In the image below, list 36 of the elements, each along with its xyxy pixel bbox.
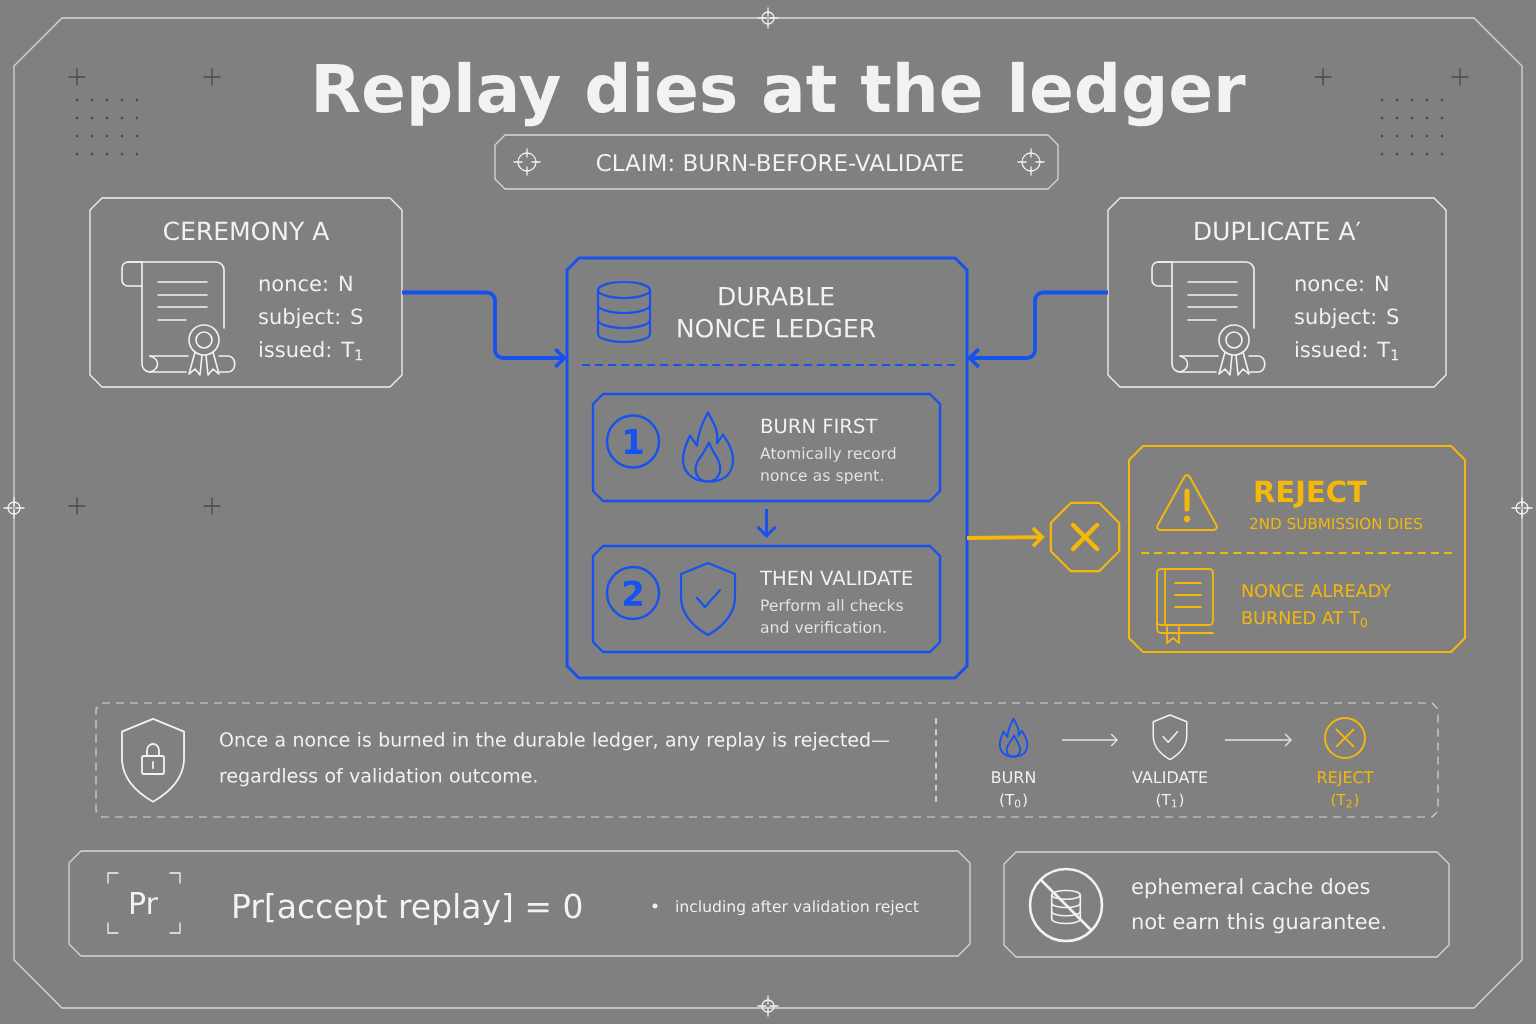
card-title: DUPLICATE A′ bbox=[1195, 221, 1361, 241]
arrow bbox=[1224, 733, 1292, 747]
step-number: 1 bbox=[605, 414, 661, 469]
field-text: issued: T$_{1}$ bbox=[260, 341, 363, 361]
time-label: (T$_{1}$) bbox=[1156, 793, 1184, 808]
arrow bbox=[967, 290, 1108, 369]
title: Replay dies at the ledger bbox=[316, 61, 1246, 127]
arrow bbox=[1061, 733, 1118, 747]
step-label: BURN bbox=[992, 771, 1035, 784]
step-text: Atomically record nonce as spent. bbox=[760, 447, 896, 485]
field-text: nonce: N bbox=[259, 275, 352, 292]
note-text: ephemeral cache does not earn this guarantee. bbox=[1132, 878, 1385, 934]
step-label: REJECT bbox=[1318, 771, 1374, 787]
field-text: nonce: N bbox=[1295, 275, 1388, 292]
step-label: VALIDATE bbox=[1132, 771, 1208, 783]
formula-note: including after validation reject bbox=[676, 900, 919, 916]
panel-title: REJECT bbox=[1255, 480, 1367, 508]
step-text: Perform all checks and verification. bbox=[760, 599, 903, 634]
banner-text: CLAIM: BURN-BEFORE-VALIDATE bbox=[597, 153, 963, 172]
step-title: THEN VALIDATE bbox=[759, 570, 912, 585]
panel-text: NONCE ALREADY BURNED AT T$_{0}$ bbox=[1242, 584, 1392, 628]
note-text: Once a nonce is burned in the durable ledger, any replay is rejected— regardless of validation outcome. bbox=[220, 732, 890, 787]
arrow bbox=[756, 509, 777, 538]
field-text: subject: S bbox=[1295, 308, 1399, 329]
step-title: BURN FIRST bbox=[761, 418, 878, 434]
arrow bbox=[967, 526, 1045, 548]
formula-text: Pr[accept replay] = 0 bbox=[234, 892, 582, 925]
time-label: (T$_{0}$) bbox=[1000, 793, 1027, 808]
field-text: issued: T$_{1}$ bbox=[1296, 341, 1399, 361]
time-label: (T$_{2}$) bbox=[1331, 793, 1359, 808]
card-title: CEREMONY A bbox=[164, 221, 330, 241]
field-text: subject: S bbox=[259, 308, 363, 329]
panel-subtitle: 2ND SUBMISSION DIES bbox=[1250, 517, 1422, 530]
step-number: 2 bbox=[605, 565, 661, 621]
panel-title: DURABLE NONCE LEDGER bbox=[678, 287, 876, 338]
arrow bbox=[402, 290, 567, 369]
